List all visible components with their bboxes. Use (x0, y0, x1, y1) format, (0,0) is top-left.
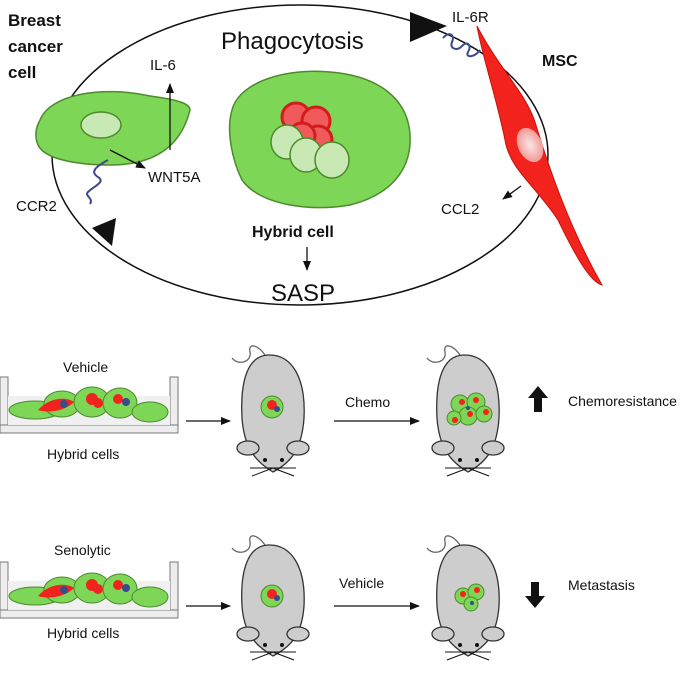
mouse-tumor-grown (426, 345, 505, 477)
ccl2-arrow (502, 185, 522, 200)
il6r-receptor (442, 33, 481, 58)
cycle-arrowhead-bottom-left (92, 218, 116, 246)
green-nucleus (314, 141, 350, 179)
ccl2-label: CCL2 (441, 201, 479, 218)
breast-cancer-cell (35, 90, 191, 166)
hybrid-cells-label: Hybrid cells (47, 446, 119, 462)
mouse-tumor-reduced (426, 535, 505, 661)
cycle-arrowhead-top-right (410, 12, 447, 42)
hybrid-cells-cluster (8, 386, 169, 423)
ccr2-receptor (86, 159, 109, 205)
msc-label: MSC (542, 53, 578, 70)
breast-cancer-cell-label: Breast cancer cell (8, 11, 68, 82)
cancer-cell-nucleus (80, 111, 122, 139)
hybrid-cell-label: Hybrid cell (252, 224, 334, 241)
il6r-label: IL-6R (452, 9, 489, 26)
treatment-label: Vehicle (63, 359, 108, 375)
step-label: Chemo (345, 394, 390, 410)
wnt5a-label: WNT5A (148, 169, 201, 186)
hybrid-cells-cluster (8, 572, 169, 608)
hybrid-cells-label: Hybrid cells (47, 625, 119, 641)
ccr2-label: CCR2 (16, 198, 57, 215)
mouse-implanted (231, 345, 310, 477)
up-arrow-icon (528, 386, 548, 412)
phagocytosis-label: Phagocytosis (221, 28, 364, 55)
experiment-row-senolytic: Senolytic Hybrid cells Vehicle (0, 535, 635, 661)
outcome-label: Chemoresistance (568, 393, 677, 409)
outcome-label: Metastasis (568, 577, 635, 593)
treatment-label: Senolytic (54, 542, 111, 558)
down-arrow-icon (525, 582, 545, 608)
mouse-implanted (231, 535, 310, 661)
sasp-label: SASP (271, 280, 335, 307)
msc-nucleus (516, 127, 544, 163)
msc-cell (476, 25, 604, 286)
experiment-row-vehicle: Vehicle Hybrid cells Chemo (0, 345, 677, 477)
cycle-diagram: Breast cancer cell Phagocytosis IL-6 WNT… (8, 4, 604, 307)
wnt5a-arrow (109, 149, 146, 169)
step-label: Vehicle (339, 575, 384, 591)
il6-label: IL-6 (150, 57, 176, 74)
hybrid-cell (228, 70, 411, 209)
